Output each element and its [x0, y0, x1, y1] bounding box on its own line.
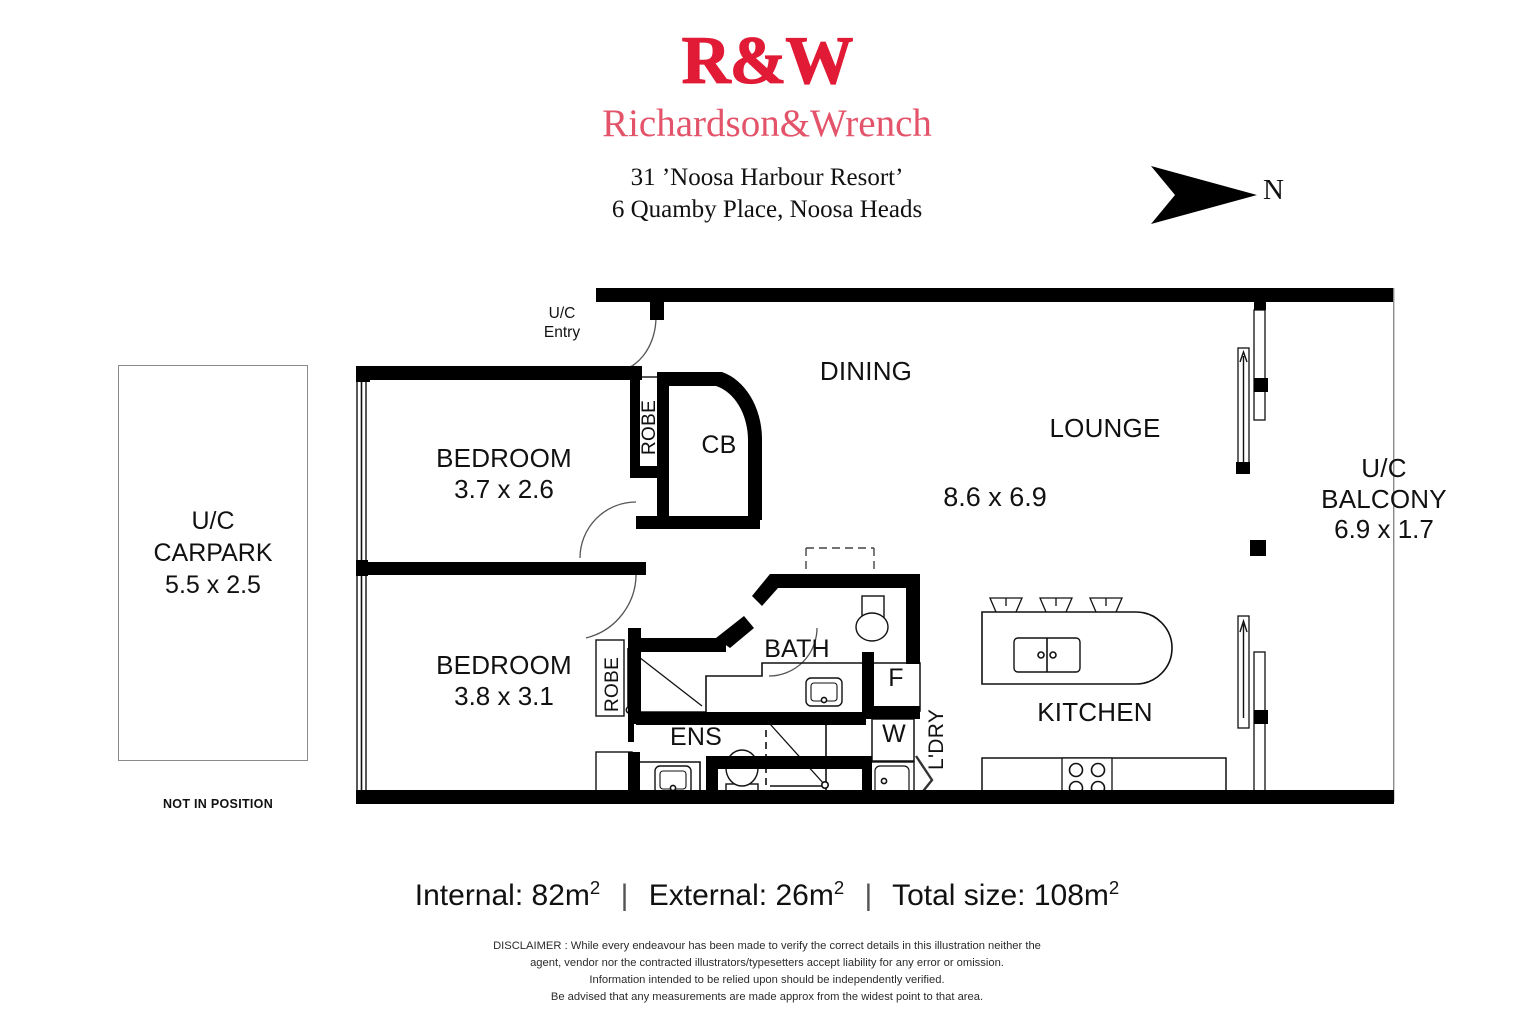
north-arrow-icon: [1151, 166, 1257, 224]
jamb-slider-mid: [1254, 378, 1268, 392]
header: R&W Richardson&Wrench 31 ’Noosa Harbour …: [0, 0, 1534, 225]
jamb-slider-bottom: [1254, 790, 1268, 804]
wall-bottom-exterior: [356, 790, 1394, 804]
window-left-upper: [356, 371, 367, 563]
bath-basin: [805, 677, 843, 707]
wall-bath-top: [806, 574, 920, 588]
laundry-tub: [869, 761, 915, 801]
robe1-label: ROBE: [639, 399, 660, 455]
kitchen-pendant-lights: [989, 597, 1123, 613]
disclaimer-line-3: Information intended to be relied upon s…: [589, 974, 945, 987]
bedroom2-door-swing: [585, 571, 637, 639]
property-address: 6 Quamby Place, Noosa Heads: [611, 195, 923, 223]
wall-entry-jamb: [650, 288, 664, 320]
carpark-line-3: 5.5 x 2.5: [165, 571, 261, 599]
ens-basin: [654, 765, 692, 795]
laundry-label: L'DRY: [925, 708, 948, 770]
wall-ens-laundry-divider: [706, 756, 866, 769]
jamb-slider-lower: [1236, 462, 1250, 474]
wall-ens-right: [706, 756, 718, 804]
jamb-slider-top: [1254, 288, 1266, 310]
corner-left-top: [356, 366, 370, 382]
wall-top-exterior: [596, 288, 1394, 302]
disclaimer-line-1: DISCLAIMER : While every endeavour has b…: [493, 940, 1041, 952]
bath-bulkhead-dashed: [805, 547, 875, 576]
ens-vanity: [596, 761, 701, 800]
cb-label: CB: [701, 431, 737, 459]
entry-door-swing: [611, 316, 657, 373]
robe2-label: ROBE: [602, 656, 623, 712]
carpark-outline: [118, 365, 308, 761]
carpark-line-2: CARPARK: [153, 539, 273, 567]
wall-left-mid-stub: [356, 560, 368, 576]
entry-label: U/C Entry: [543, 305, 581, 341]
window-left-lower: [356, 574, 367, 801]
lounge-label: LOUNGE: [1049, 413, 1161, 443]
sliding-door-upper: [1237, 309, 1266, 467]
richardson-wrench-logo: R&W: [681, 22, 854, 98]
brand-wordmark: Richardson&Wrench: [602, 102, 932, 145]
wall-left-top-stub: [356, 366, 368, 380]
disclaimer: DISCLAIMER : While every endeavour has b…: [0, 938, 1534, 1006]
property-name: 31 ’Noosa Harbour Resort’: [630, 164, 904, 191]
kitchen-label: KITCHEN: [1037, 697, 1153, 727]
kitchen-island: [981, 611, 1173, 685]
disclaimer-line-2: agent, vendor nor the contracted illustr…: [530, 957, 1004, 970]
bath-vanity-bench: [705, 662, 862, 712]
disclaimer-line-4: Be advised that any measurements are mad…: [550, 991, 984, 1004]
not-in-position-note: NOT IN POSITION: [162, 797, 274, 811]
wall-bath-angle-top: [752, 574, 808, 606]
ens-cabinet: [595, 751, 633, 801]
jamb-laundry-bottom: [906, 796, 920, 804]
wall-bath-left-lower: [636, 638, 726, 652]
kitchen-cooktop: [1061, 757, 1113, 801]
ens-toilet: [725, 749, 759, 801]
bedroom2-label: BEDROOM 3.8 x 3.1: [436, 650, 572, 711]
wall-ens-left: [628, 752, 640, 804]
wall-bedroom1-top: [356, 366, 642, 380]
ens-shower: [765, 718, 829, 800]
area-separator-2: |: [864, 879, 873, 912]
carpark-line-1: U/C: [191, 507, 235, 535]
jamb-slider-lower2: [1254, 710, 1268, 724]
washer-label: W: [882, 720, 906, 748]
kitchen-bench: [981, 757, 1227, 801]
lounge-dimensions: 8.6 x 6.9: [943, 482, 1047, 512]
bedroom1-label: BEDROOM 3.7 x 2.6: [436, 443, 572, 504]
north-label: N: [1263, 174, 1284, 206]
external-area: External: 26m2: [648, 877, 845, 912]
area-summary: Internal: 82m2 | External: 26m2 | Total …: [0, 877, 1534, 913]
fridge-label: F: [888, 664, 904, 692]
bath-shower: [625, 648, 706, 714]
carpark-label: U/C CARPARK 5.5 x 2.5: [118, 505, 308, 601]
area-separator-1: |: [620, 879, 629, 912]
ens-label: ENS: [669, 723, 722, 751]
wall-left-bottom-stub: [356, 790, 368, 804]
total-area: Total size: 108m2: [892, 877, 1120, 912]
compass: N: [1145, 160, 1305, 230]
wall-laundry-left: [862, 756, 872, 802]
wall-robe1-bottom: [630, 466, 666, 478]
kitchen-sink: [1013, 637, 1081, 673]
wall-fridge-bottom: [862, 706, 920, 719]
bath-label: BATH: [764, 635, 830, 663]
dining-label: DINING: [819, 356, 913, 386]
robe2-door-stub: [628, 716, 634, 742]
wall-ens-robe-right: [628, 628, 641, 724]
wall-bedroom-partition: [356, 562, 646, 575]
bedroom1-door-swing: [579, 501, 637, 559]
wall-cb-bottom: [636, 516, 760, 529]
wall-cb-left: [657, 480, 669, 528]
sliding-door-lower: [1237, 615, 1266, 801]
internal-area: Internal: 82m2: [414, 877, 601, 912]
balcony-label: U/C BALCONY 6.9 x 1.7: [1321, 453, 1447, 545]
wall-bath-right: [906, 574, 920, 664]
